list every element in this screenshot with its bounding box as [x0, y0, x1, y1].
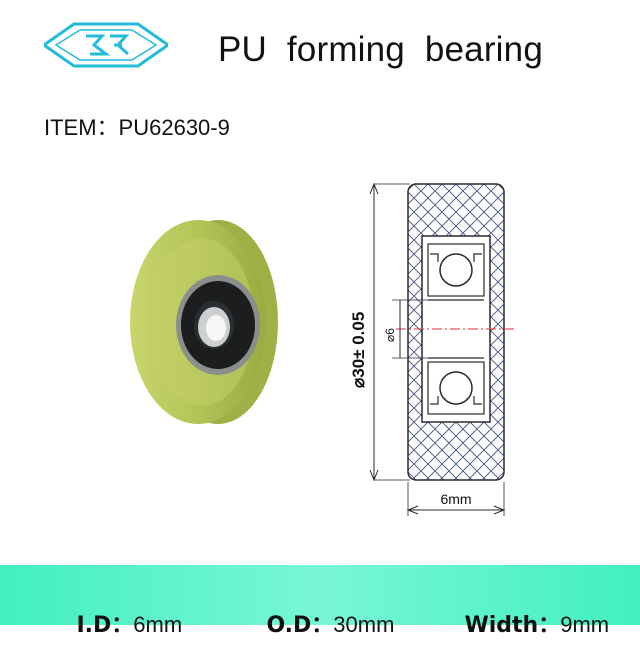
outer-diameter-label: ⌀30± 0.05 [349, 312, 368, 388]
width-label: 6mm [440, 491, 471, 507]
inner-diameter-label: ⌀6 [383, 328, 397, 342]
spec-od-value: 30mm [333, 612, 395, 637]
spec-bar: I.D：6mm O.D：30mm Width：9mm [0, 565, 640, 638]
spec-width: Width：9mm [440, 581, 609, 665]
spec-id-value: 6mm [133, 612, 183, 637]
spec-inner-diameter: I.D：6mm [52, 581, 182, 665]
item-code: ITEM：PU62630-9 [44, 115, 230, 140]
spec-outer-diameter: O.D：30mm [242, 581, 394, 665]
page-title: PU forming bearing [218, 30, 543, 69]
spec-od-label: O.D： [266, 613, 334, 638]
company-logo-icon [44, 22, 168, 68]
technical-drawing: ⌀30± 0.05 ⌀6 6mm [349, 182, 516, 516]
bearing-photo [130, 220, 278, 424]
spec-width-label: Width： [464, 613, 561, 638]
spec-width-value: 9mm [560, 612, 610, 637]
spec-id-label: I.D： [76, 613, 134, 638]
